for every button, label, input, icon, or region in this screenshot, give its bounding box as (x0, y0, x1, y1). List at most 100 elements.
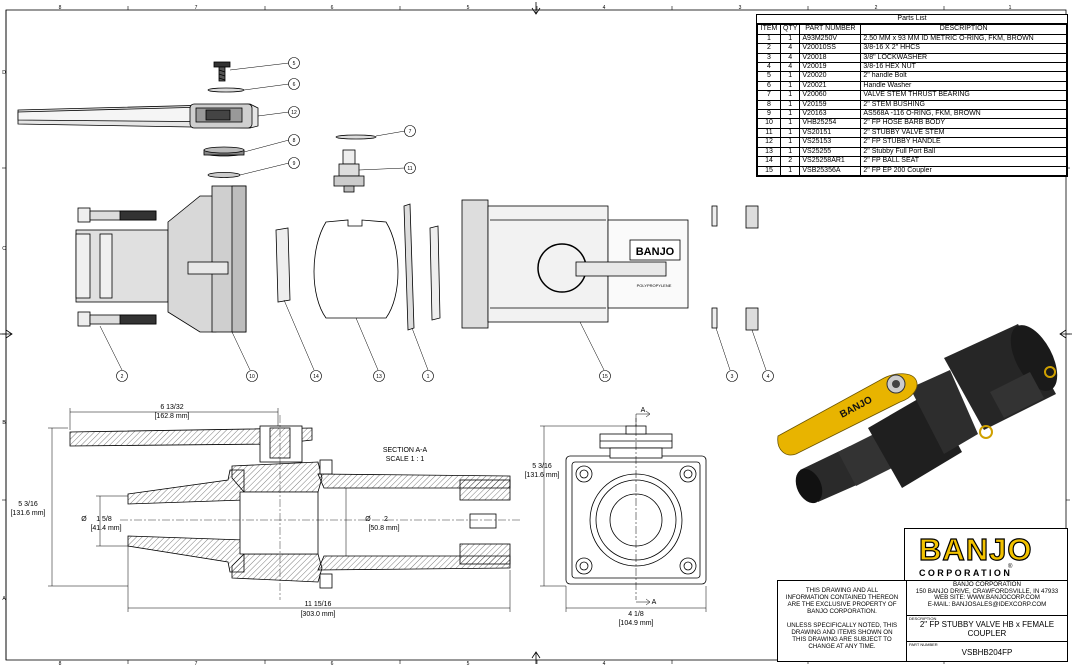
qty-cell: 4 (779, 43, 801, 54)
dim-overall-length-mm: [303.0 mm] (300, 611, 335, 618)
col-description: DESCRIPTION (860, 24, 1067, 35)
qty-cell: 1 (779, 80, 801, 92)
item-cell: 5 (757, 71, 781, 82)
section-body-top (231, 461, 323, 493)
ball-seat (275, 227, 291, 303)
thrust-bearing (335, 134, 377, 140)
balloon-shape (116, 370, 128, 382)
zone-row-a: A (2, 596, 6, 602)
coupler-material: POLYPROPYLENE (637, 283, 672, 288)
balloon-shape (288, 134, 300, 146)
description-cell: 3/8-16 X 2" HHCS (860, 43, 1067, 54)
dim-handle-length: 6 13/32 (160, 404, 183, 411)
section-hose-barb-bottom (127, 535, 245, 573)
dim-bore-large-mm: [50.8 mm] (368, 525, 399, 532)
balloon-numbers: 5 6 12 8 9 7 11 2 10 14 13 1 15 3 4 (121, 61, 770, 380)
zone-col-7-bottom: 7 (195, 661, 198, 666)
stem-bushing (203, 146, 245, 157)
logo-wordmark: BANJO (918, 531, 1033, 567)
zone-row-d: D (2, 70, 6, 76)
part-number-cell: V20020 (799, 71, 862, 82)
qty-cell: 1 (779, 109, 801, 120)
coupler (461, 199, 689, 329)
end-dim-width-mm: [104.9 mm] (618, 620, 653, 627)
part-number-cell: V20021 (799, 80, 862, 92)
dim-overall-height: 5 3/16 (18, 501, 38, 508)
description-cell: 2" STUBBY VALVE STEM (860, 127, 1067, 139)
zone-col-8-bottom: 8 (59, 661, 62, 666)
qty-cell: 4 (779, 62, 801, 73)
logo-registered-mark: ® (1008, 564, 1013, 570)
valve-stem (333, 149, 365, 193)
hex-nut-bottom (745, 307, 759, 331)
balloon-item-1: 1 (427, 374, 430, 380)
col-part-number: PART NUMBER (799, 24, 862, 35)
item-cell: 6 (757, 80, 781, 92)
note-line: ARE THE EXCLUSIVE PROPERTY OF (787, 601, 897, 608)
description-cell: Handle Washer (860, 80, 1067, 92)
stubby-handle (17, 103, 259, 129)
qty-cell: 1 (779, 71, 801, 82)
section-dimensions: SECTION A-A SCALE 1 : 1 6 13/32 [162.8 m… (10, 404, 427, 618)
description-cell: 2" FP EP 200 Coupler (860, 165, 1067, 176)
title-block-rule (907, 615, 1067, 616)
balloon-shape (288, 57, 300, 69)
section-nut-bottom (319, 573, 333, 589)
section-coupler-cam-top (459, 479, 511, 501)
description-line: COUPLER (967, 628, 1007, 638)
section-hose-barb-top (127, 469, 245, 505)
balloon-shape (288, 157, 300, 169)
part-number-label: PART NUMBER (909, 642, 938, 647)
item-cell: 9 (757, 109, 781, 120)
description-cell: 2" STEM BUSHING (860, 99, 1067, 111)
balloon-item-2: 2 (121, 374, 124, 380)
part-number-cell: VS25258AR1 (799, 156, 862, 167)
ownership-note: THIS DRAWING AND ALL INFORMATION CONTAIN… (778, 587, 906, 615)
balloon-shape (726, 370, 738, 382)
section-centerline (120, 415, 520, 600)
parts-list-header-row: ITEM QTY PART NUMBER DESCRIPTION (757, 24, 1067, 35)
item-cell: 15 (757, 165, 781, 176)
qty-cell: 1 (779, 146, 801, 158)
balloon-item-10: 10 (249, 374, 255, 380)
part-number-cell: VS25153 (799, 137, 862, 148)
part-number-cell: VHB25254 (799, 118, 862, 129)
note-line: DRAWING AND ITEMS SHOWN ON (791, 629, 893, 636)
balloon-item-15: 15 (602, 374, 608, 380)
qty-cell: 1 (779, 99, 801, 111)
title-block-divider (906, 581, 907, 661)
description-cell: AS568A -116 O-RING, FKM, BROWN (860, 109, 1067, 120)
part-number-cell: V20159 (799, 99, 862, 111)
balloon-item-8: 8 (293, 138, 296, 144)
leader-lines (99, 62, 767, 371)
part-number-cell: VS25255 (799, 146, 862, 158)
item-cell: 13 (757, 146, 781, 158)
item-cell: 11 (757, 127, 781, 139)
company-line: E-MAIL: BANJOSALES@IDEXCORP.COM (927, 600, 1047, 608)
note-line: CHANGE AT ANY TIME. (808, 643, 876, 650)
exploded-view (17, 61, 759, 333)
dim-bore-small-mm: [41.4 mm] (90, 525, 121, 532)
part-number-cell: V20019 (799, 62, 862, 73)
zone-col-5-bottom: 5 (467, 661, 470, 666)
handle-washer (207, 87, 245, 93)
ball-seat-2 (429, 225, 441, 321)
iso-handle (777, 373, 918, 456)
description-cell: 2.50 MM x 93 MM ID METRIC O-RING, FKM, B… (860, 33, 1067, 45)
qty-cell: 1 (779, 165, 801, 176)
balloon-item-13: 13 (376, 374, 382, 380)
qty-cell: 1 (779, 118, 801, 129)
part-number-cell: VSB25356A (799, 165, 862, 176)
zone-col-7: 7 (195, 5, 198, 11)
